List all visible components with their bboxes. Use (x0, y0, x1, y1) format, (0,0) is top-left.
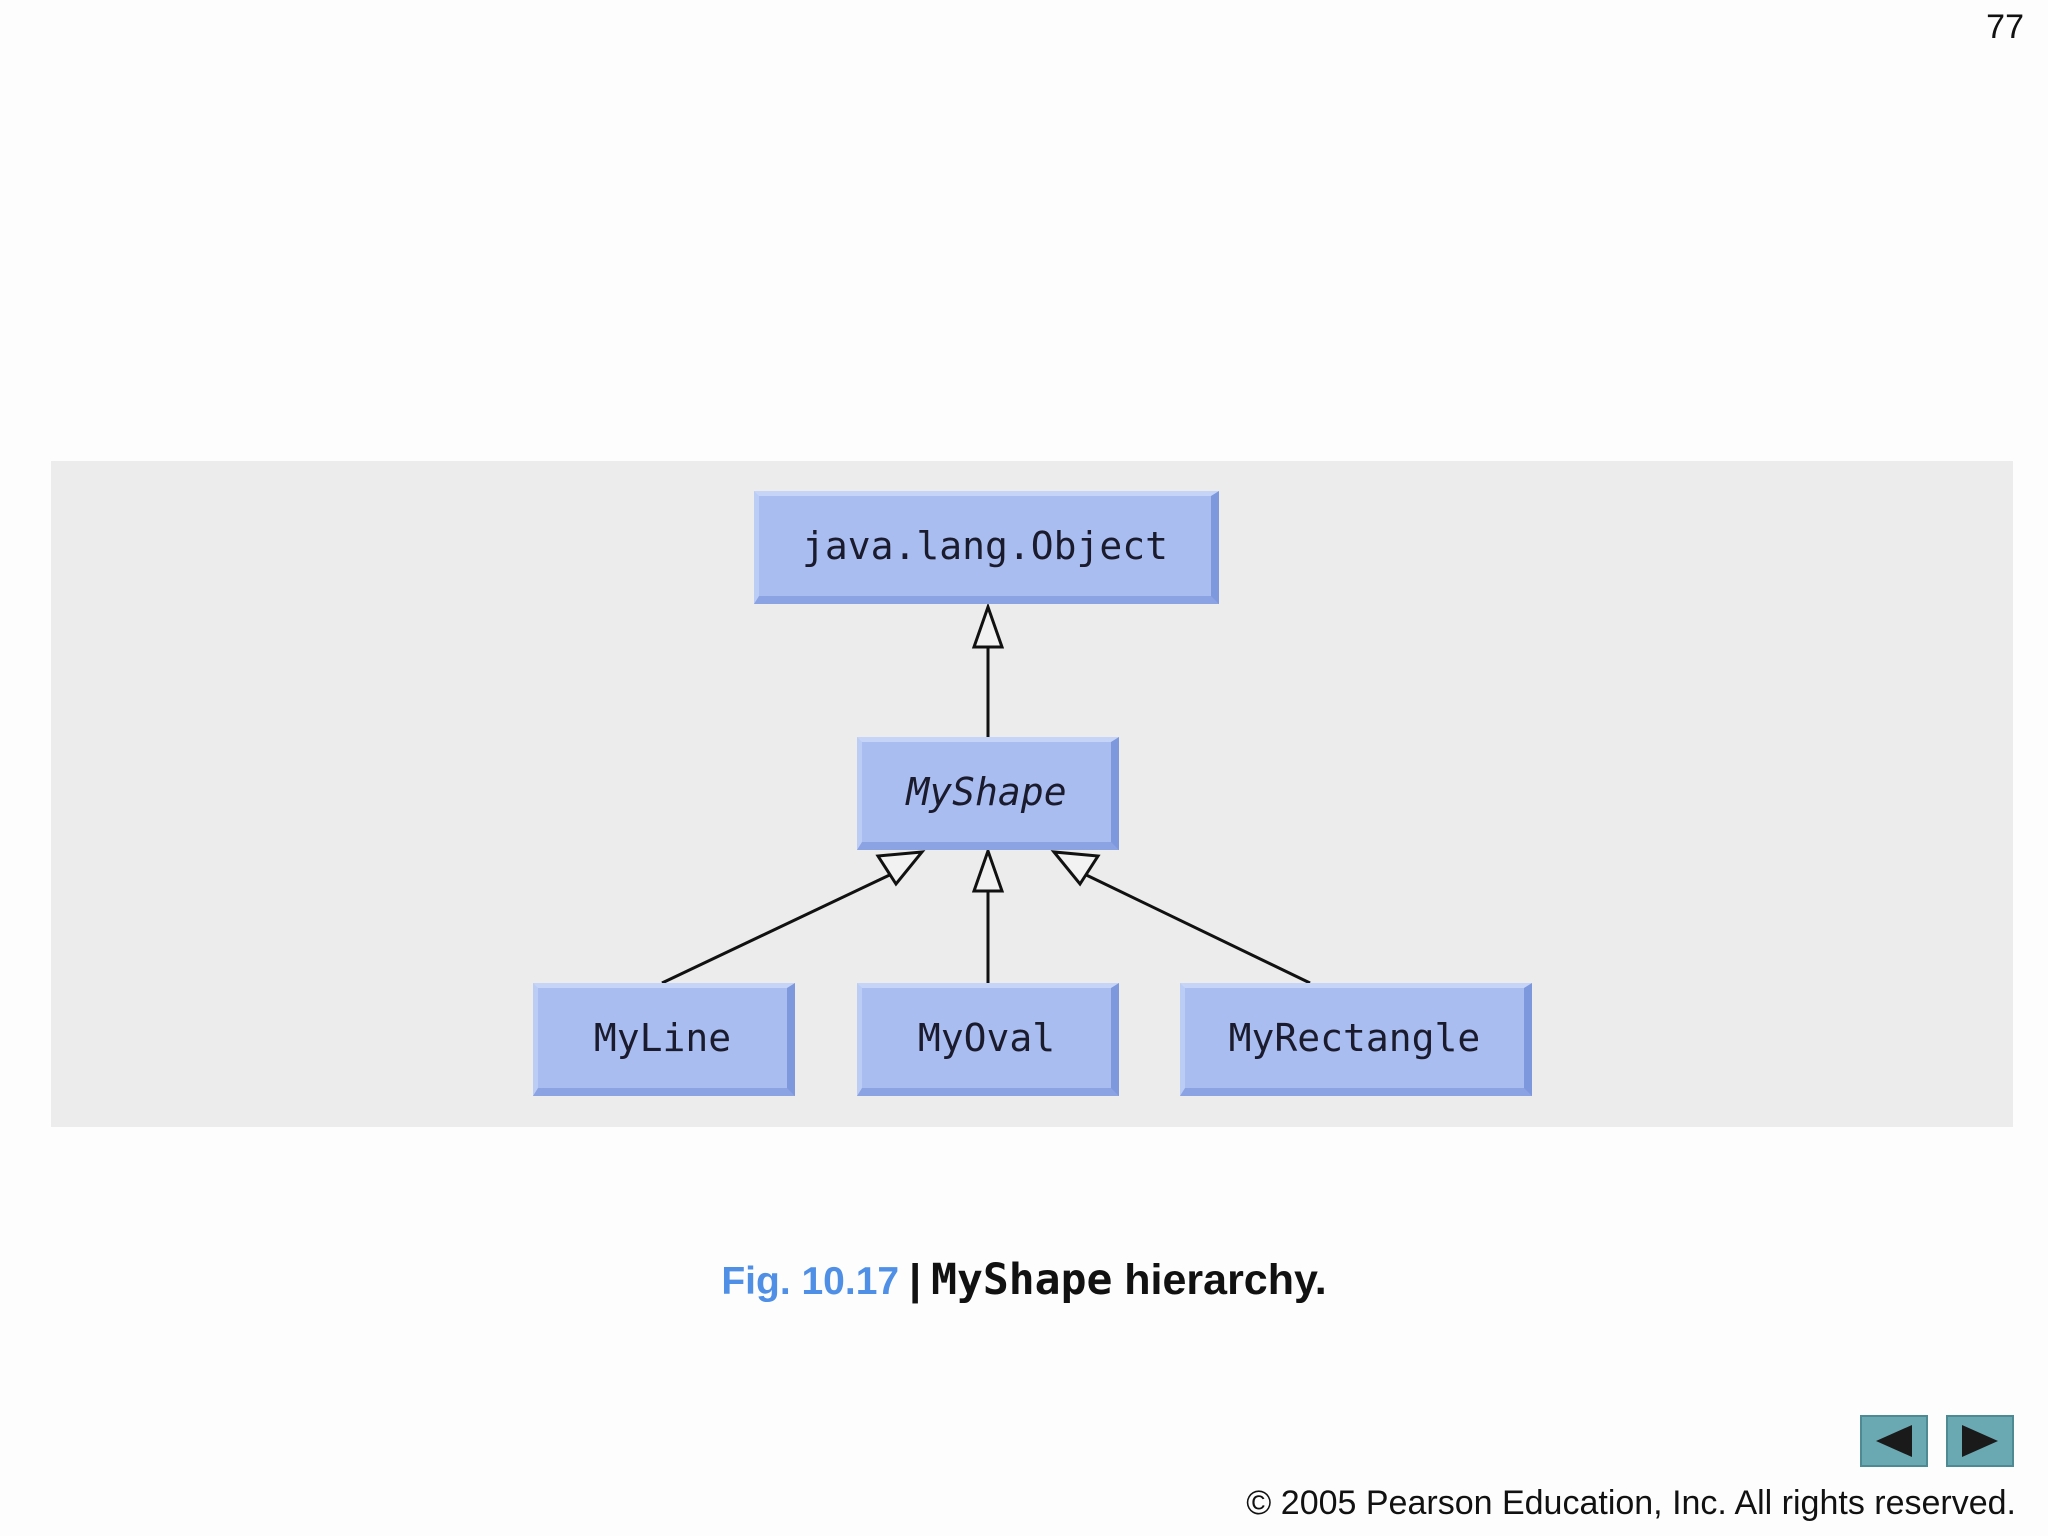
class-label-myline: MyLine (593, 1016, 732, 1060)
caption-separator: | (909, 1256, 922, 1304)
class-box-myline: MyLine (533, 983, 795, 1096)
generalization-arrowhead-object (971, 602, 1005, 649)
figure-caption: Fig. 10.17|MyShape hierarchy. (0, 1255, 2048, 1305)
class-label-myshape: MyShape (906, 770, 1067, 814)
caption-code-word: MyShape (931, 1255, 1113, 1305)
class-label-object: java.lang.Object (801, 524, 1169, 568)
edge-myrectangle-myshape (1077, 869, 1311, 985)
figure-number: Fig. 10.17 (721, 1260, 900, 1303)
generalization-arrowhead-line (875, 850, 926, 887)
triangle-left-icon (1876, 1425, 1912, 1457)
class-hierarchy-diagram: java.lang.Object MyShape MyLine MyOval M… (51, 461, 2013, 1127)
triangle-right-icon (1962, 1425, 1998, 1457)
generalization-arrowhead-oval (971, 846, 1005, 893)
class-box-java-lang-object: java.lang.Object (754, 491, 1219, 604)
page-number: 77 (1986, 8, 2024, 46)
next-slide-button[interactable] (1946, 1415, 2014, 1467)
edge-myline-myshape (661, 869, 899, 985)
inheritance-connectors (661, 602, 1311, 985)
class-label-myoval: MyOval (917, 1016, 1056, 1060)
generalization-arrowhead-rect (1050, 850, 1101, 887)
caption-title: hierarchy. (1112, 1256, 1327, 1304)
class-box-myshape: MyShape (857, 737, 1119, 850)
class-box-myrectangle: MyRectangle (1180, 983, 1532, 1096)
copyright-notice: © 2005 Pearson Education, Inc. All right… (1246, 1484, 2016, 1522)
previous-slide-button[interactable] (1860, 1415, 1928, 1467)
class-label-myrectangle: MyRectangle (1228, 1016, 1481, 1060)
class-box-myoval: MyOval (857, 983, 1119, 1096)
